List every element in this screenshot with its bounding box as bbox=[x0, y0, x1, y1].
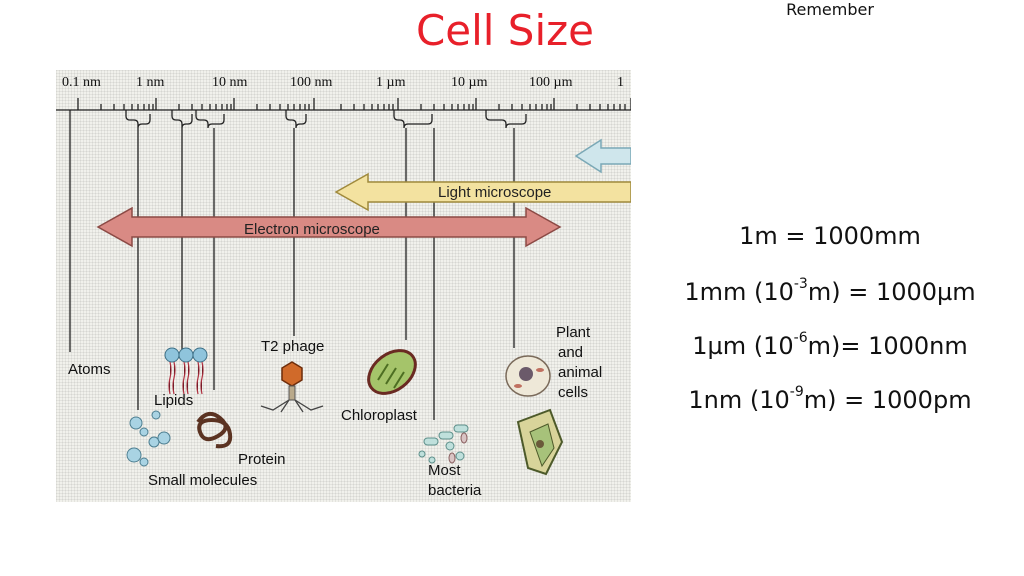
small-molecules-label: Small molecules bbox=[148, 472, 257, 489]
tick-label-100nm: 100 nm bbox=[290, 75, 333, 90]
t2-phage-icon bbox=[260, 361, 324, 413]
conversion-mm-um-part-b: m) = 1000µm bbox=[807, 278, 976, 306]
light-microscope-arrow bbox=[334, 172, 631, 212]
scale-diagram: 0.1 nm 1 nm 10 nm 100 nm 1 µm 10 µm 100 … bbox=[56, 75, 631, 499]
bacteria-icon bbox=[418, 424, 469, 464]
bacteria-label: bacteria bbox=[428, 482, 482, 499]
tick-label-1nm: 1 nm bbox=[136, 75, 165, 90]
conversion-um-nm-part-a: 1µm (10 bbox=[692, 332, 794, 360]
conversion-um-nm: 1µm (10-6m)= 1000nm bbox=[640, 330, 1020, 360]
exponent-minus-3: -3 bbox=[793, 276, 808, 292]
lipids-icon bbox=[164, 347, 208, 395]
protein-icon bbox=[196, 411, 233, 449]
cells-label: cells bbox=[558, 384, 588, 401]
chloroplast-icon bbox=[367, 349, 417, 395]
plant-cell-icon bbox=[516, 408, 564, 476]
remember-heading: Remember bbox=[786, 0, 874, 19]
exponent-minus-9: -9 bbox=[789, 384, 804, 400]
tick-label-10um: 10 µm bbox=[451, 75, 488, 90]
tick-label-10nm: 10 nm bbox=[212, 75, 248, 90]
chloroplast-label: Chloroplast bbox=[341, 407, 418, 424]
page-title: Cell Size bbox=[415, 6, 595, 55]
atoms-label: Atoms bbox=[68, 361, 111, 378]
conversion-um-nm-part-b: m)= 1000nm bbox=[807, 332, 968, 360]
conversion-nm-pm-part-a: 1nm (10 bbox=[688, 386, 790, 414]
electron-microscope-label: Electron microscope bbox=[244, 221, 380, 238]
conversion-nm-pm: 1nm (10-9m) = 1000pm bbox=[640, 384, 1020, 414]
tick-label-1: 1 bbox=[617, 75, 624, 90]
scale-ruler bbox=[56, 98, 631, 420]
conversion-mm-um-part-a: 1mm (10 bbox=[684, 278, 794, 306]
tick-label-1um: 1 µm bbox=[376, 75, 406, 90]
conversion-m-mm: 1m = 1000mm bbox=[739, 222, 921, 250]
conversion-nm-pm-part-b: m) = 1000pm bbox=[803, 386, 972, 414]
lipids-label: Lipids bbox=[154, 392, 193, 409]
top-arrow bbox=[574, 138, 631, 174]
tick-label-0.1nm: 0.1 nm bbox=[62, 75, 101, 90]
exponent-minus-6: -6 bbox=[793, 330, 808, 346]
plant-label: Plant bbox=[556, 324, 591, 341]
tick-label-100um: 100 µm bbox=[529, 75, 573, 90]
protein-label: Protein bbox=[238, 451, 286, 468]
cell-size-scale-figure: 0.1 nm 1 nm 10 nm 100 nm 1 µm 10 µm 100 … bbox=[56, 70, 631, 502]
electron-microscope-arrow bbox=[96, 206, 562, 248]
conversion-mm-um: 1mm (10-3m) = 1000µm bbox=[640, 276, 1020, 306]
small-molecules-icon bbox=[126, 410, 171, 467]
t2-phage-label: T2 phage bbox=[261, 338, 324, 355]
animal-label: animal bbox=[558, 364, 602, 381]
light-microscope-label: Light microscope bbox=[438, 184, 551, 201]
and-label: and bbox=[558, 344, 583, 361]
most-label: Most bbox=[428, 462, 461, 479]
animal-cell-icon bbox=[505, 355, 551, 397]
